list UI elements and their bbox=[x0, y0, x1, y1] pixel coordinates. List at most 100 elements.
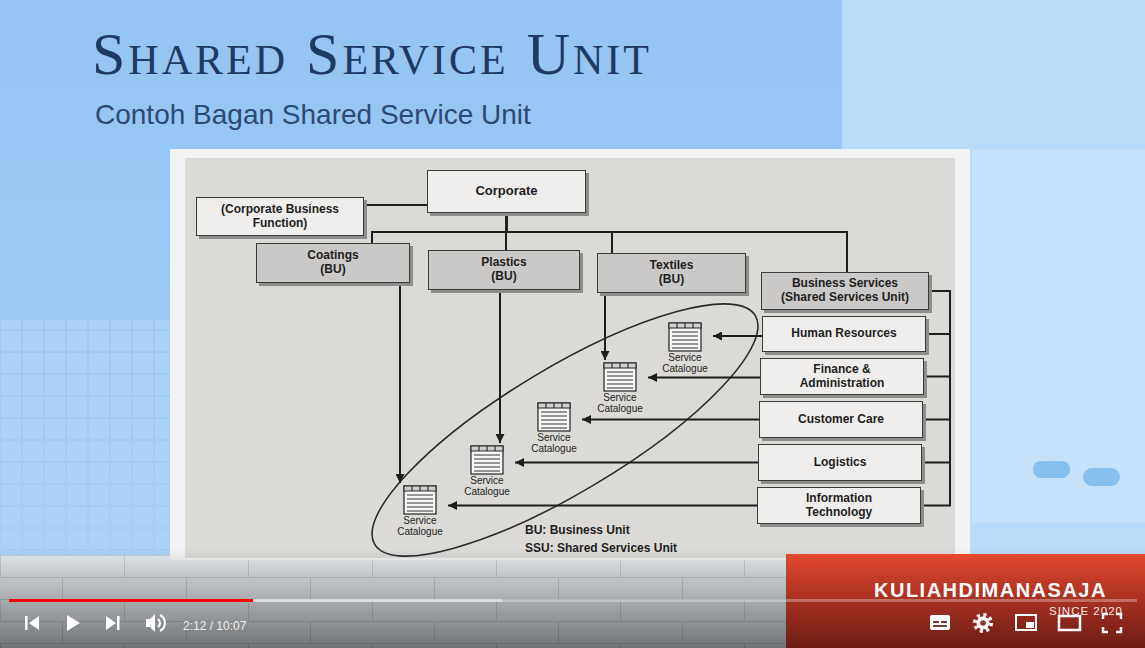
connectors bbox=[364, 205, 950, 506]
connector bbox=[648, 377, 760, 379]
org-box: Plastics (BU) bbox=[428, 250, 580, 290]
connector bbox=[499, 290, 501, 443]
connector bbox=[923, 291, 950, 420]
next-icon bbox=[117, 616, 120, 630]
org-box: Information Technology bbox=[757, 487, 921, 524]
document-icon bbox=[603, 362, 637, 392]
org-box: Logistics bbox=[758, 444, 922, 481]
connector bbox=[372, 213, 507, 243]
box-label: Business Services (Shared Services Unit) bbox=[775, 277, 915, 305]
channel-since: SINCE 2020 bbox=[1049, 605, 1123, 617]
pill-shape bbox=[1033, 461, 1070, 478]
box-label: Human Resources bbox=[791, 327, 896, 341]
next-icon bbox=[106, 616, 116, 630]
subtitle: Contoh Bagan Shared Service Unit bbox=[95, 99, 531, 130]
miniplayer-icon bbox=[1026, 622, 1034, 628]
subtitles-icon bbox=[930, 615, 950, 630]
org-box: Corporate bbox=[427, 170, 586, 213]
theater-icon bbox=[1059, 616, 1080, 630]
catalogue-label: Service Catalogue bbox=[528, 432, 580, 454]
miniplayer-icon bbox=[1016, 615, 1036, 630]
settings-icon bbox=[975, 615, 991, 631]
document-icon bbox=[668, 322, 702, 352]
player-controls bbox=[25, 614, 1121, 632]
document-icon bbox=[537, 402, 571, 432]
org-box: Coatings (BU) bbox=[256, 243, 410, 283]
document-icon bbox=[404, 486, 436, 514]
document-icon bbox=[471, 446, 503, 474]
legend-note: SSU: Shared Services Unit bbox=[525, 541, 677, 555]
progress-buffer bbox=[9, 599, 502, 602]
catalogue-label: Service Catalogue bbox=[659, 352, 711, 374]
connector bbox=[515, 462, 758, 464]
service-catalogue: Service Catalogue bbox=[526, 400, 582, 456]
slide-title: Shared Service Unit bbox=[92, 21, 652, 87]
connector bbox=[582, 419, 759, 421]
document-icon bbox=[474, 446, 500, 471]
connector bbox=[364, 204, 427, 206]
org-box: Customer Care bbox=[759, 401, 923, 438]
progress-played bbox=[9, 599, 253, 602]
catalogue-ellipse bbox=[343, 263, 787, 598]
box-label: Information Technology bbox=[789, 492, 889, 520]
subtitles-icon bbox=[941, 621, 947, 623]
service-catalogue: Service Catalogue bbox=[392, 483, 448, 539]
document-icon bbox=[604, 363, 636, 391]
org-box: Finance & Administration bbox=[760, 358, 924, 395]
play-icon bbox=[67, 615, 80, 631]
connector bbox=[399, 283, 401, 483]
pill-shape bbox=[1083, 468, 1120, 486]
document-icon bbox=[403, 485, 437, 515]
org-box: Business Services (Shared Services Unit) bbox=[761, 272, 929, 310]
player-shade bbox=[0, 548, 1145, 648]
subtitle-wrap: Contoh Bagan Shared Service Unit bbox=[95, 99, 531, 131]
legend-note: BU: Business Unit bbox=[525, 523, 630, 537]
box-label: Finance & Administration bbox=[780, 363, 905, 391]
service-catalogue: Service Catalogue bbox=[459, 443, 515, 499]
subtitles-icon bbox=[933, 625, 947, 627]
title-block: Shared Service Unit bbox=[92, 24, 652, 84]
box-label: Logistics bbox=[814, 456, 867, 470]
box-label: Textiles (BU) bbox=[641, 259, 703, 287]
connector bbox=[922, 291, 950, 463]
grid-pattern bbox=[0, 320, 170, 555]
side-panel-light bbox=[972, 150, 1145, 522]
connector bbox=[713, 335, 762, 337]
channel-since-wrap: SINCE 2020 bbox=[1049, 601, 1123, 619]
document-icon bbox=[607, 363, 633, 388]
service-catalogue: Service Catalogue bbox=[657, 320, 713, 376]
org-box: Textiles (BU) bbox=[597, 253, 746, 293]
legend-note-wrap: BU: Business Unit bbox=[525, 520, 630, 538]
connector bbox=[448, 505, 757, 507]
subtitles-icon bbox=[933, 621, 939, 623]
connector bbox=[926, 291, 950, 334]
box-label: (Corporate Business Function) bbox=[202, 203, 358, 231]
box-label: Customer Care bbox=[798, 413, 884, 427]
catalogue-label: Service Catalogue bbox=[461, 475, 513, 497]
document-icon bbox=[470, 445, 504, 475]
channel-name: KULIAHDIMANASAJA bbox=[874, 579, 1107, 601]
prev-icon bbox=[29, 616, 39, 630]
connector bbox=[604, 293, 606, 360]
legend-note-wrap: SSU: Shared Services Unit bbox=[525, 538, 677, 556]
document-icon bbox=[672, 323, 698, 348]
video-time: 2:12 / 10:07 bbox=[183, 619, 246, 633]
settings-icon bbox=[980, 620, 986, 626]
box-label: Coatings (BU) bbox=[302, 249, 364, 277]
service-catalogue: Service Catalogue bbox=[592, 360, 648, 416]
volume-icon bbox=[158, 615, 165, 631]
box-label: Plastics (BU) bbox=[473, 256, 535, 284]
channel-name-wrap: KULIAHDIMANASAJA bbox=[874, 579, 1107, 602]
org-box: Human Resources bbox=[762, 316, 926, 352]
box-label: Corporate bbox=[475, 184, 537, 199]
catalogue-label: Service Catalogue bbox=[594, 392, 646, 414]
org-box: (Corporate Business Function) bbox=[196, 197, 364, 236]
prev-icon bbox=[25, 616, 28, 630]
volume-icon bbox=[146, 614, 155, 632]
video-time-wrap: 2:12 / 10:07 bbox=[183, 616, 246, 634]
document-icon bbox=[541, 403, 567, 428]
document-icon bbox=[407, 486, 433, 511]
settings-icon bbox=[977, 617, 990, 630]
